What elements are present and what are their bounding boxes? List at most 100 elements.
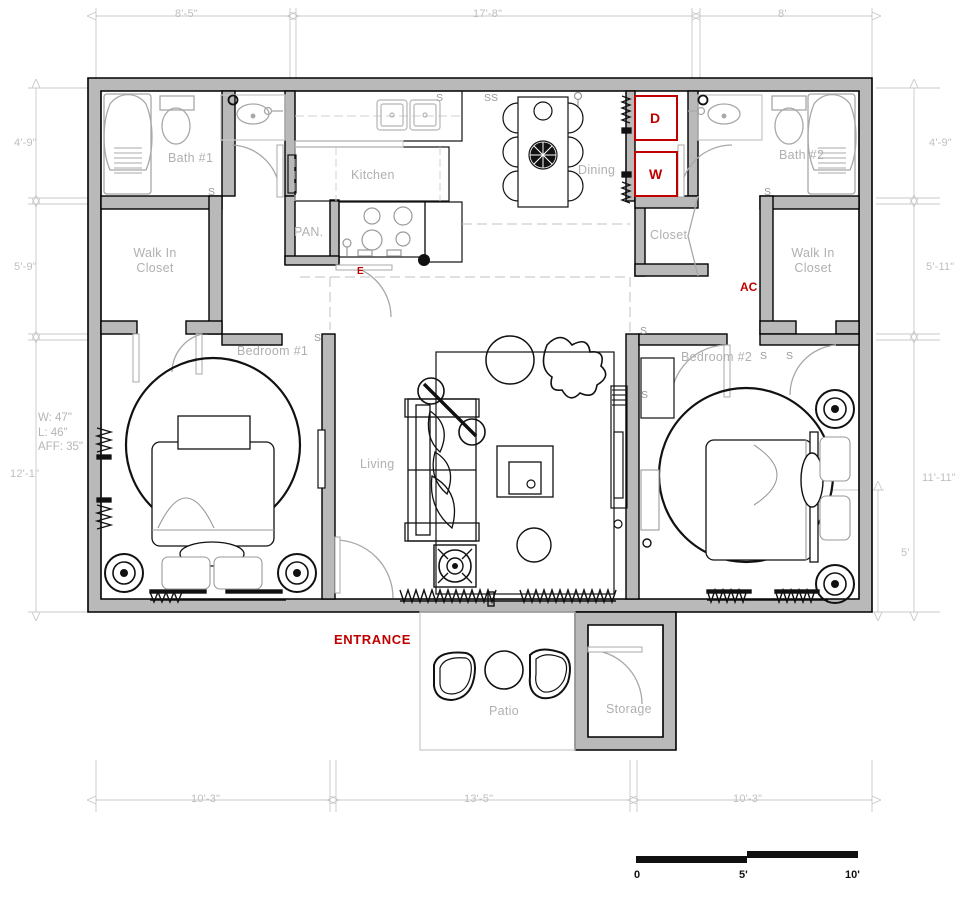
- patio-area: [419, 611, 576, 751]
- dim-bottom-2: 13'-5": [464, 793, 494, 805]
- note-line-aff: AFF: 35": [38, 441, 83, 453]
- room-label-pantry: PAN.: [294, 225, 324, 239]
- headboard: [177, 415, 251, 450]
- dryer-box: [634, 95, 678, 141]
- sink-double-icon: [376, 99, 441, 131]
- wall-corridor-left-upper: [284, 90, 296, 197]
- wall-pantry-divider: [329, 199, 340, 263]
- windows: [94, 91, 828, 607]
- vanity-icon: [220, 94, 286, 141]
- wall-wic2-bottom-left: [759, 320, 797, 335]
- patio-chair: [433, 651, 476, 702]
- wall-bedroom2-top-left: [638, 333, 728, 346]
- dining-chair: [502, 136, 519, 168]
- room-label-kitchen: Kitchen: [351, 168, 395, 182]
- wall-bath2-wic2: [759, 195, 860, 210]
- wall-bedroom2-top-right: [759, 333, 860, 346]
- wic2-line1: Walk In: [791, 246, 835, 260]
- wic2-line2: Closet: [794, 261, 832, 275]
- washer-label: W: [649, 166, 663, 182]
- room-label-bath1: Bath #1: [168, 151, 214, 165]
- wic1-line2: Closet: [136, 261, 174, 275]
- scale-tick-0: 0: [634, 869, 641, 881]
- dryer-label: D: [650, 110, 661, 126]
- bathtub-icon: [807, 93, 856, 195]
- laundry-appliances: [634, 95, 678, 197]
- room-label-dining: Dining: [578, 163, 616, 177]
- wall-wic2-left: [759, 195, 774, 335]
- electric-label: E: [357, 266, 364, 277]
- wall-bedroom2-left: [625, 333, 640, 600]
- dim-right-4: 5': [901, 547, 910, 559]
- wic1-line1: Walk In: [133, 246, 177, 260]
- dim-top-2: 17'-8": [473, 8, 503, 20]
- tag-s-kitchen-upper: S: [436, 92, 444, 104]
- dining-chair: [567, 170, 584, 202]
- nightstand-lamp: [815, 389, 855, 429]
- ottoman: [516, 527, 552, 563]
- tag-s-bedroom2-a: S: [760, 350, 768, 362]
- chandelier-icon: [528, 140, 558, 170]
- toilet-icon: [159, 95, 195, 111]
- window-bedroom1-south: [149, 589, 286, 604]
- tag-s-bath2-door: S: [764, 186, 772, 198]
- dim-top-1: 8'-5": [175, 8, 198, 20]
- tag-s-bedroom2-left: S: [640, 325, 648, 337]
- scale-bar: [636, 851, 858, 863]
- ac-label: AC: [740, 280, 758, 294]
- window-bedroom1: [94, 425, 114, 530]
- wall-bedroom1-top: [221, 333, 283, 346]
- side-table: [485, 335, 535, 385]
- room-label-closet: Closet: [650, 228, 688, 242]
- wall-wic2-bottom-right: [835, 320, 860, 335]
- dim-left-2: 5'-9": [14, 261, 37, 273]
- dimension-lines: [28, 8, 940, 812]
- dining-table: [517, 96, 569, 208]
- dim-bottom-3: 10'-3": [733, 793, 763, 805]
- sofa-icon: [404, 398, 480, 542]
- note-line-l: L: 46": [38, 426, 68, 439]
- wall-closet-top: [634, 195, 699, 209]
- tag-ss-dining: SS: [484, 92, 499, 104]
- nightstand-lamp: [815, 564, 855, 604]
- wall-bath2-left: [687, 90, 699, 197]
- dining-chair: [567, 136, 584, 168]
- window-living: [399, 587, 617, 607]
- scale-tick-5: 5': [739, 869, 748, 881]
- wall-bath1-wic1: [100, 195, 223, 210]
- pouf-icon: [433, 544, 477, 588]
- wall-pantry-bottom: [284, 255, 340, 266]
- scale-tick-10: 10': [845, 869, 860, 881]
- washer-box: [634, 151, 678, 197]
- room-label-bedroom2: Bedroom #2: [681, 350, 753, 364]
- wall-bath1-right: [221, 90, 236, 197]
- bath1-fixtures: [103, 93, 286, 195]
- window-bedroom2-south: [706, 587, 828, 605]
- bed-icon: [705, 439, 813, 561]
- dim-left-1: 4'-9": [14, 137, 37, 149]
- tv-icon: [317, 429, 326, 489]
- toilet-icon: [771, 95, 807, 111]
- storage-wall: [574, 611, 677, 751]
- patio-chair: [528, 648, 571, 700]
- wall-wic1-right: [208, 195, 223, 335]
- dining-furniture: [502, 91, 584, 208]
- bath2-fixtures: [688, 93, 857, 195]
- room-label-bath2: Bath #2: [779, 148, 825, 162]
- dim-right-3: 11'-11": [922, 472, 956, 484]
- room-label-living: Living: [360, 457, 395, 471]
- room-label-bedroom1: Bedroom #1: [237, 344, 309, 358]
- range-icon: [338, 201, 426, 258]
- dining-chair: [502, 170, 519, 202]
- room-label-storage: Storage: [606, 702, 652, 716]
- nightstand-lamp: [104, 553, 144, 593]
- coffee-table: [496, 445, 554, 498]
- living-furniture: [404, 335, 628, 595]
- tag-s-bedroom2-b: S: [786, 350, 794, 362]
- media-console: [610, 385, 628, 529]
- dim-left-3: 12'-1": [10, 468, 40, 480]
- door-swings: [132, 144, 837, 705]
- nightstand-lamp: [277, 553, 317, 593]
